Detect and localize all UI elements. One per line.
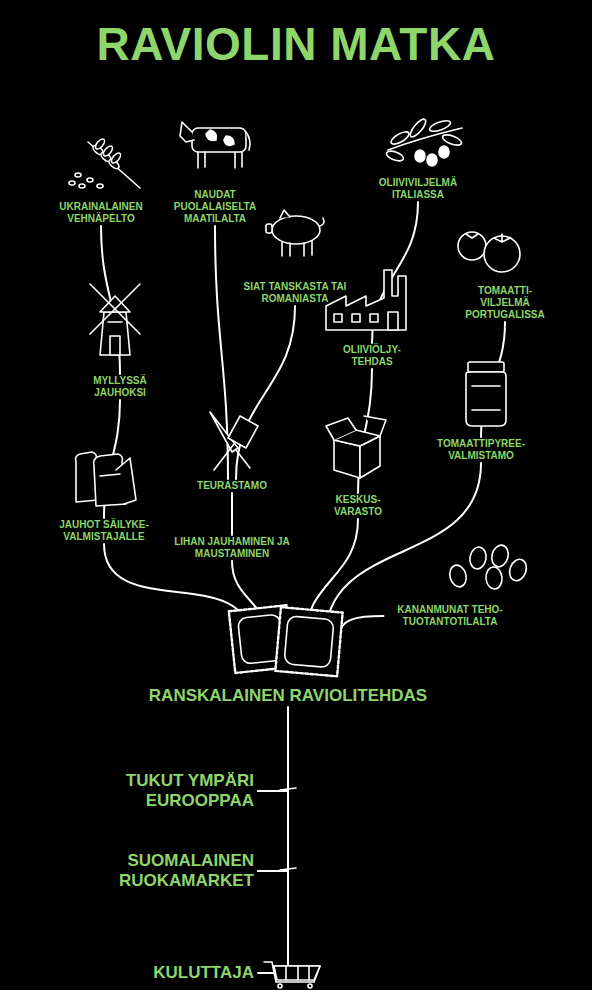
- trunk-tick: [280, 868, 296, 870]
- flow-line: [231, 493, 233, 535]
- pig-icon: [266, 210, 324, 256]
- stage-text: RANSKALAINEN RAVIOLITEHDAS: [149, 686, 427, 706]
- stage-text: MYLLYSSÄ JAUHOKSI: [80, 375, 160, 399]
- flour-bags-icon: [76, 452, 137, 506]
- stage-label: KULUTTAJA: [149, 962, 258, 984]
- cart-icon: [264, 962, 320, 988]
- stage-label: LIHAN JAUHAMINEN JA MAUSTAMINEN: [163, 535, 301, 561]
- stage-text: TOMAATTIPYREE- VALMISTAMO: [425, 438, 537, 462]
- trunk-tick: [280, 788, 296, 790]
- stage-text: SIAT TANSKASTA TAI ROMANIASTA: [240, 281, 350, 305]
- stage-text: KANANMUNAT TEHO- TUOTANTOTILALTA: [388, 604, 513, 628]
- stage-text: TEURASTAMO: [182, 480, 282, 492]
- stage-text: UKRAINALAINEN VEHNÄPELTO: [47, 201, 155, 225]
- stage-text: TOMAATTI- VILJELMÄ PORTUGALISSA: [458, 285, 552, 321]
- olive-branch-icon: [385, 117, 463, 166]
- stage-label: KANANMUNAT TEHO- TUOTANTOTILALTA: [384, 603, 517, 629]
- stage-label: KESKUS- VARASTO: [319, 493, 397, 519]
- stage-label: UKRAINALAINEN VEHNÄPELTO: [43, 200, 159, 226]
- stage-label: OLIIVIÖLJY- TEHDAS: [325, 343, 419, 369]
- tomato-icon: [458, 232, 520, 272]
- flow-line: [258, 791, 288, 871]
- flow-line: [338, 616, 384, 640]
- stage-label: JAUHOT SÄILYKE- VALMISTAJALLE: [50, 518, 158, 544]
- stage-text: NAUDAT PUOLALAISELTA MAATILALTA: [161, 189, 269, 225]
- stage-text: KULUTTAJA: [153, 963, 254, 983]
- stage-text: TUKUT YMPÄRI EUROOPPAA: [104, 771, 254, 811]
- diagram-title: RAVIOLIN MATKA: [0, 16, 592, 72]
- stage-label: SIAT TANSKASTA TAI ROMANIASTA: [236, 280, 354, 306]
- stage-label: RANSKALAINEN RAVIOLITEHDAS: [145, 640, 431, 707]
- eggs-icon: [447, 543, 529, 589]
- box-icon: [326, 416, 386, 478]
- knife-cleaver-icon: [210, 412, 258, 470]
- ravioli-icon: [229, 605, 343, 676]
- windmill-icon: [90, 284, 140, 355]
- stage-text: KESKUS- VARASTO: [323, 494, 393, 518]
- stage-label: NAUDAT PUOLALAISELTA MAATILALTA: [157, 188, 273, 226]
- flow-line: [258, 871, 288, 973]
- stage-text: LIHAN JAUHAMINEN JA MAUSTAMINEN: [167, 536, 297, 560]
- stage-label: TEURASTAMO: [178, 479, 286, 493]
- stage-label: TOMAATTI- VILJELMÄ PORTUGALISSA: [454, 284, 556, 322]
- stage-label: MYLLYSSÄ JAUHOKSI: [76, 374, 164, 400]
- factory-icon: [326, 270, 406, 330]
- stage-text: OLIIVIÖLJY- TEHDAS: [329, 344, 415, 368]
- stage-label: TUKUT YMPÄRI EUROOPPAA: [100, 770, 258, 812]
- wheat-icon: [69, 137, 140, 188]
- stage-text: JAUHOT SÄILYKE- VALMISTAJALLE: [54, 519, 154, 543]
- flow-line: [258, 707, 288, 791]
- flow-line: [236, 306, 295, 479]
- jar-icon: [466, 362, 506, 426]
- stage-text: OLIIVIVILJELMÄ ITALIASSA: [362, 177, 474, 201]
- stage-label: OLIIVIVILJELMÄ ITALIASSA: [358, 176, 478, 202]
- stage-label: SUOMALAINEN RUOKAMARKET: [94, 850, 258, 892]
- stage-label: TOMAATTIPYREE- VALMISTAMO: [421, 437, 541, 463]
- cow-icon: [180, 122, 250, 168]
- stage-text: SUOMALAINEN RUOKAMARKET: [98, 851, 254, 891]
